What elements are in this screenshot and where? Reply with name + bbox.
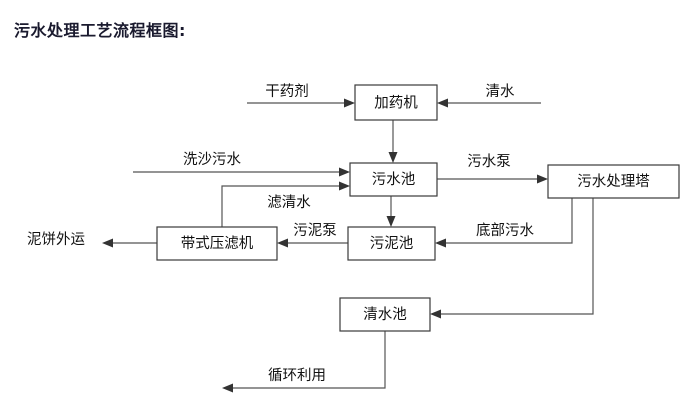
node-belt-filter-press[interactable]: 带式压滤机 (156, 226, 278, 261)
node-wastewater-pond[interactable]: 污水池 (349, 162, 438, 197)
edge-clean-water: 清水 (437, 83, 541, 108)
node-dosing-machine[interactable]: 加药机 (354, 84, 438, 121)
node-clear-water-pond-rect[interactable] (339, 297, 431, 332)
edge-dosing-to-wastewater (388, 120, 398, 163)
node-sludge-pond-rect[interactable] (347, 226, 436, 261)
edge-sand-wash-wastewater: 洗沙污水 (133, 151, 350, 177)
node-clear-water-pond[interactable]: 清水池 (339, 297, 431, 332)
edge-recycle-use: 循环利用 (222, 331, 386, 393)
edge-wastewater-pump-arrowhead (537, 174, 548, 184)
edge-sludge-pump: 污泥泵 (277, 222, 348, 248)
edge-bottom-wastewater: 底部污水 (435, 198, 573, 248)
edge-label-dry-agent: 干药剂 (265, 83, 309, 100)
edge-label-clean-water: 清水 (486, 83, 515, 100)
edge-dry-agent-arrowhead (344, 98, 355, 108)
edge-tower-to-clearwater-arrowhead (430, 309, 441, 319)
edge-mud-cake-arrowhead (102, 238, 113, 248)
edge-label-wastewater-pump: 污水泵 (467, 153, 511, 170)
edge-sand-wash-arrowhead (339, 167, 350, 177)
edge-bottom-wastewater-arrowhead (435, 238, 446, 248)
edge-label-sludge-pump: 污泥泵 (293, 222, 337, 239)
edge-tower-to-clearwater-line (436, 198, 594, 315)
page-title: 污水处理工艺流程框图: (14, 21, 186, 40)
edge-mud-cake-out: 泥饼外运 (27, 231, 157, 248)
edge-label-bottom-wastewater: 底部污水 (476, 222, 534, 239)
edge-label-mud-cake-out: 泥饼外运 (27, 231, 85, 248)
node-treatment-tower-rect[interactable] (547, 164, 680, 199)
edge-dosing-to-wastewater-arrowhead (388, 152, 398, 163)
node-belt-filter-press-rect[interactable] (156, 226, 278, 261)
edge-label-sand-wash-wastewater: 洗沙污水 (183, 151, 241, 168)
edge-filtrate-water: 滤清水 (221, 181, 350, 227)
node-dosing-machine-label: 加药机 (374, 95, 418, 112)
edge-wastewater-pump: 污水泵 (437, 153, 548, 184)
edge-wastewater-to-sludge (386, 196, 396, 227)
node-wastewater-pond-label: 污水池 (372, 171, 416, 188)
edge-bottom-wastewater-line (441, 198, 573, 244)
node-treatment-tower[interactable]: 污水处理塔 (547, 164, 680, 199)
node-treatment-tower-label: 污水处理塔 (577, 173, 650, 190)
edge-dry-agent: 干药剂 (247, 83, 355, 108)
edge-clean-water-arrowhead (437, 98, 448, 108)
edge-recycle-line (228, 331, 386, 389)
edge-recycle-arrowhead (222, 383, 233, 393)
edge-filtrate-line (221, 185, 344, 227)
node-wastewater-pond-rect[interactable] (349, 162, 438, 197)
edge-wastewater-to-sludge-arrowhead (386, 216, 396, 227)
edge-filtrate-arrowhead (339, 181, 350, 191)
edge-label-recycle-use: 循环利用 (268, 367, 326, 384)
edge-label-filtrate-water: 滤清水 (267, 194, 311, 211)
node-dosing-machine-rect[interactable] (354, 84, 438, 121)
edge-tower-to-clearwater (430, 198, 594, 319)
edge-sludge-pump-arrowhead (277, 238, 288, 248)
node-belt-filter-press-label: 带式压滤机 (181, 235, 254, 252)
node-sludge-pond-label: 污泥池 (370, 235, 414, 252)
node-clear-water-pond-label: 清水池 (363, 306, 407, 323)
node-sludge-pond[interactable]: 污泥池 (347, 226, 436, 261)
